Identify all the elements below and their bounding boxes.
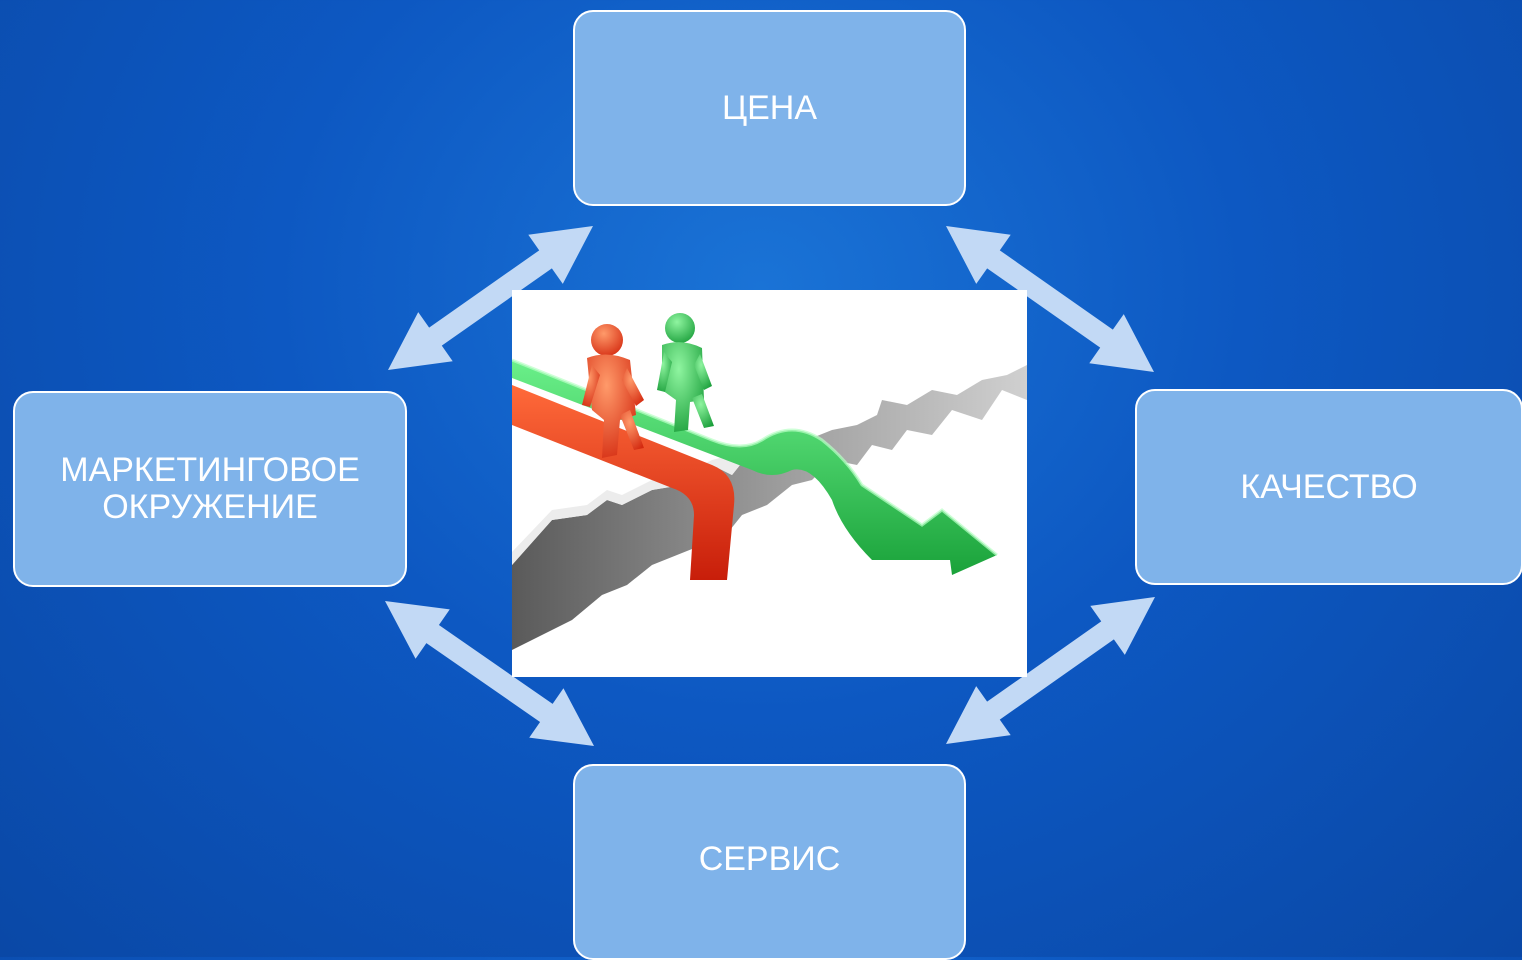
node-service: СЕРВИС — [573, 764, 966, 960]
bridge-over-chasm-icon — [512, 290, 1027, 677]
arrow-price-marketing — [388, 226, 593, 371]
node-quality-label: КАЧЕСТВО — [1240, 467, 1418, 506]
red-figure — [582, 324, 644, 458]
arrow-price-quality — [946, 226, 1154, 372]
node-service-label: СЕРВИС — [698, 840, 841, 879]
node-price: ЦЕНА — [573, 10, 966, 206]
arrow-quality-service — [945, 597, 1155, 744]
node-marketing-label-line1: МАРКЕТИНГОВОЕ — [60, 451, 360, 490]
node-marketing-label-line2: ОКРУЖЕНИЕ — [102, 488, 318, 526]
node-quality: КАЧЕСТВО — [1135, 389, 1522, 585]
chasm-crack — [512, 365, 1027, 650]
node-marketing-environment: МАРКЕТИНГОВОЕ ОКРУЖЕНИЕ — [13, 391, 407, 587]
red-path — [512, 385, 735, 580]
center-illustration — [512, 290, 1027, 677]
arrow-marketing-service — [385, 601, 594, 746]
node-price-label: ЦЕНА — [721, 88, 818, 127]
green-figure — [657, 313, 714, 432]
